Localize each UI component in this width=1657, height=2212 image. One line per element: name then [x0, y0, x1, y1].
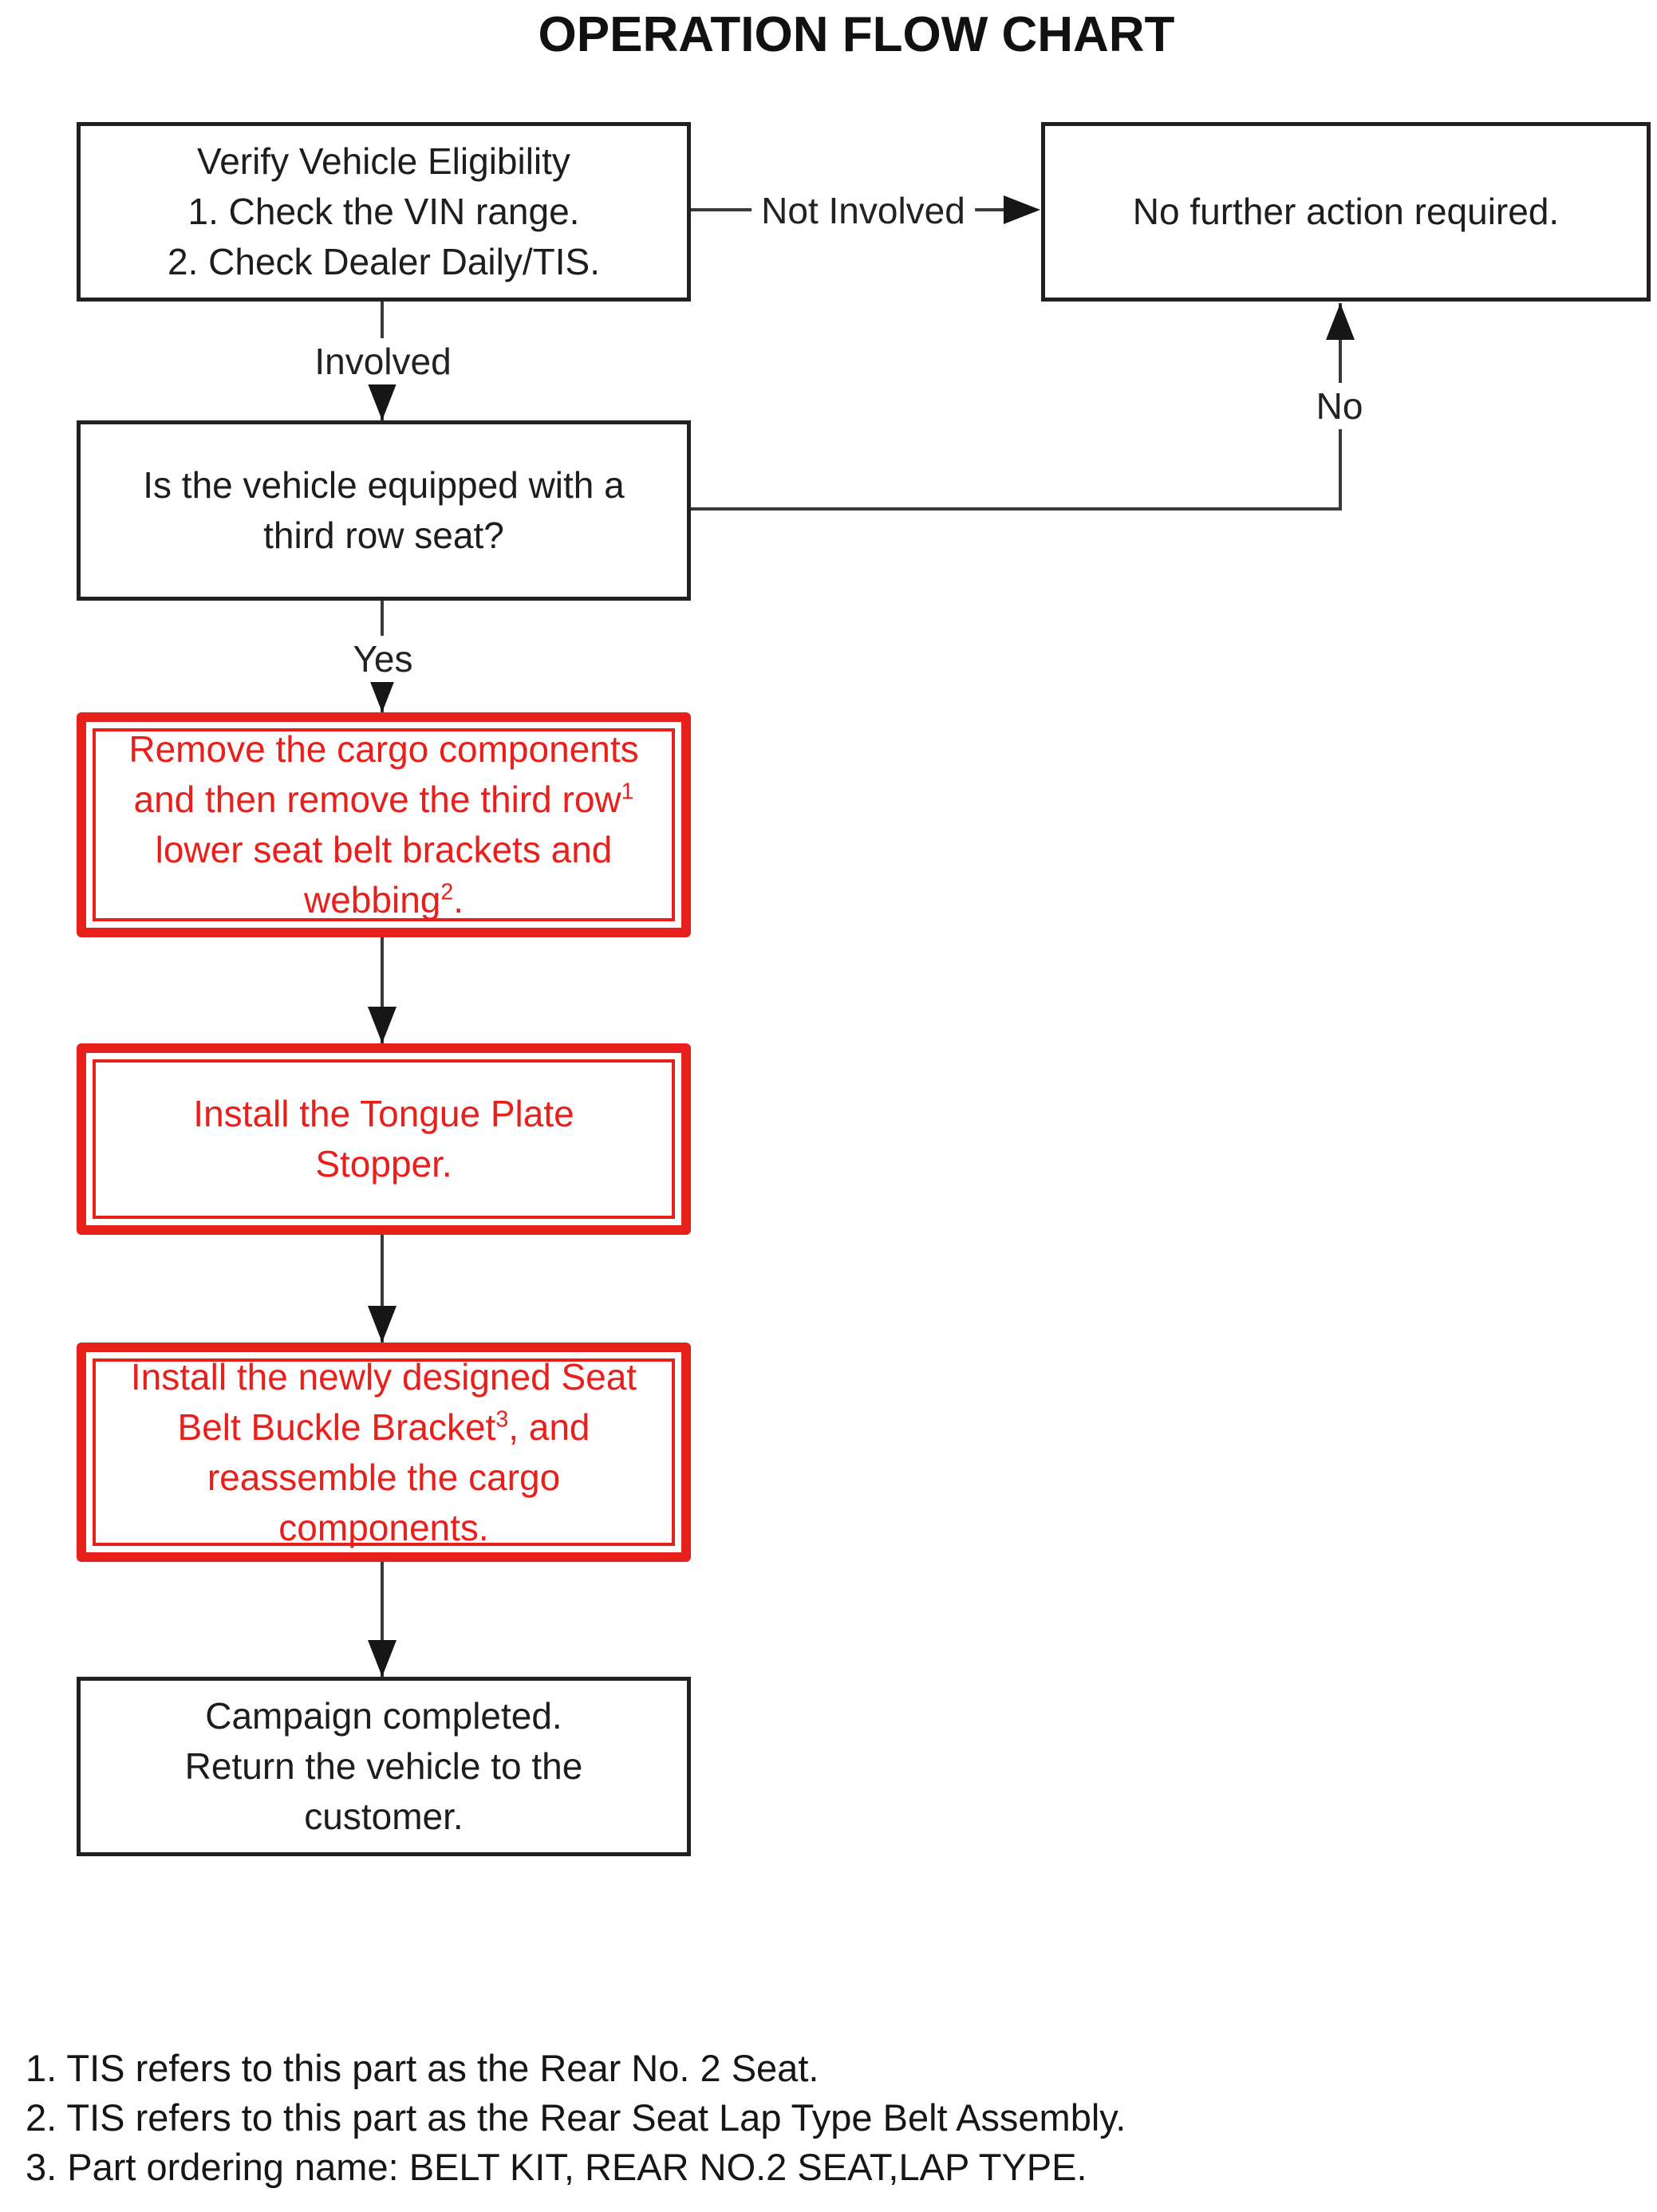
connector-line	[381, 937, 384, 1043]
box-text-line: 2. Check Dealer Daily/TIS.	[168, 241, 600, 282]
box-text-line: customer.	[304, 1796, 464, 1837]
footnote-line: 3. Part ordering name: BELT KIT, REAR NO…	[26, 2146, 1087, 2188]
footnotes: 1. TIS refers to this part as the Rear N…	[26, 2044, 1126, 2192]
box-text-line: 1. Check the VIN range.	[187, 191, 580, 232]
box-text-line: Install the newly designed Seat	[130, 1355, 637, 1398]
arrowhead-down-icon	[368, 384, 396, 420]
box-text-line: Remove the cargo components	[128, 728, 639, 770]
flow-box-third-row-question: Is the vehicle equipped with a third row…	[77, 420, 691, 601]
box-text-line: reassemble the cargo	[207, 1456, 561, 1498]
box-text-line: Install the Tongue Plate	[193, 1093, 574, 1134]
box-text-line: Return the vehicle to the	[184, 1745, 583, 1787]
box-text-line: Is the vehicle equipped with a	[143, 464, 625, 506]
flow-box-tongue-plate-stopper: Install the Tongue Plate Stopper.	[77, 1043, 691, 1235]
page-title: OPERATION FLOW CHART	[538, 7, 1175, 62]
connector-line	[381, 1235, 384, 1343]
connector-no-horizontal-line	[691, 507, 1342, 511]
arrowhead-down-icon	[368, 1007, 396, 1043]
box-text-line: Stopper.	[315, 1143, 452, 1185]
flow-box-no-further-action: No further action required.	[1041, 122, 1651, 302]
arrowhead-right-icon	[1004, 195, 1040, 224]
edge-label-no: No	[1306, 383, 1373, 429]
box-text-line: Verify Vehicle Eligibility	[197, 140, 570, 182]
arrowhead-down-icon	[368, 1306, 396, 1343]
footnote-ref-3: 3	[495, 1406, 509, 1433]
flow-box-campaign-completed: Campaign completed. Return the vehicle t…	[77, 1677, 691, 1856]
box-text-line: webbing2.	[304, 879, 464, 921]
footnote-line: 2. TIS refers to this part as the Rear S…	[26, 2096, 1126, 2139]
box-text-line: lower seat belt brackets and	[155, 829, 613, 870]
box-text-line: and then remove the third row1	[133, 779, 634, 820]
footnote-ref-2: 2	[440, 879, 454, 905]
arrowhead-up-icon	[1326, 303, 1355, 340]
flow-box-remove-components: Remove the cargo components and then rem…	[77, 712, 691, 937]
flow-box-verify-eligibility: Verify Vehicle Eligibility 1. Check the …	[77, 122, 691, 302]
box-text-line: Belt Buckle Bracket3, and	[177, 1406, 590, 1448]
box-text-line: third row seat?	[263, 515, 504, 556]
footnote-ref-1: 1	[621, 779, 634, 805]
footnote-line: 1. TIS refers to this part as the Rear N…	[26, 2047, 819, 2089]
box-text-line: components.	[278, 1506, 489, 1548]
flow-box-install-bracket: Install the newly designed Seat Belt Buc…	[77, 1343, 691, 1562]
connector-line	[381, 1562, 384, 1677]
edge-label-not-involved: Not Involved	[752, 187, 975, 234]
edge-label-yes: Yes	[343, 636, 423, 682]
box-text-line: Campaign completed.	[205, 1695, 562, 1737]
arrowhead-down-icon	[368, 1640, 396, 1677]
box-text-line: No further action required.	[1132, 191, 1560, 232]
edge-label-involved: Involved	[305, 338, 461, 384]
